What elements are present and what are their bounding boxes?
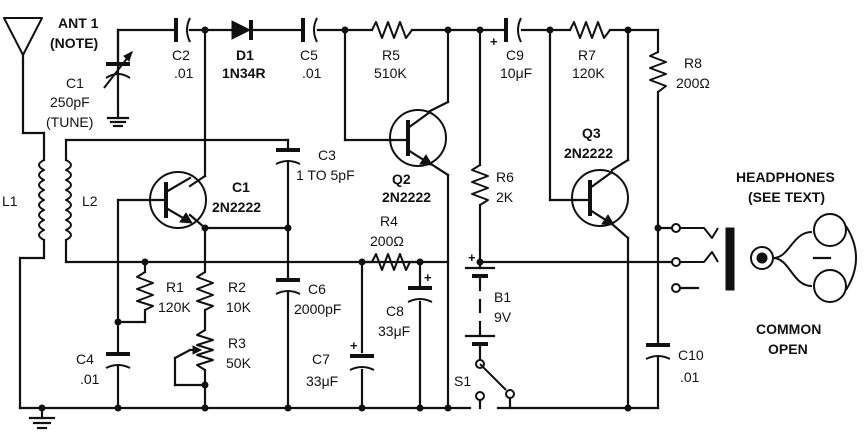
c6-ref: C6 [308, 281, 326, 297]
l2-coil [65, 159, 72, 241]
c1-tune-value: 250pF [50, 94, 90, 110]
antenna-note: (NOTE) [50, 35, 98, 51]
s1-ref: S1 [454, 373, 471, 389]
r6-resistor [471, 164, 489, 206]
q1-part: 2N2222 [212, 199, 261, 215]
r8-ref: R8 [684, 55, 702, 71]
c3-value: 1 TO 5pF [296, 167, 355, 183]
l1-coil [38, 159, 45, 241]
headphones-label: HEADPHONES [736, 169, 835, 185]
d1-diode [231, 20, 253, 40]
q3-part: 2N2222 [564, 145, 613, 161]
r6-ref: R6 [496, 169, 514, 185]
c1-tune-ground-symbol [106, 111, 130, 128]
r5-value: 510K [374, 65, 407, 81]
ground-symbol [28, 416, 56, 430]
b1-battery [464, 266, 496, 346]
c4-ref: C4 [76, 351, 94, 367]
r2-resistor [196, 271, 214, 311]
antenna-label: ANT 1 [58, 15, 99, 31]
l1-ref: L1 [2, 193, 18, 209]
r7-ref: R7 [578, 47, 596, 63]
wiring [18, 28, 674, 420]
c2-value: .01 [174, 65, 194, 81]
l2-ref: L2 [82, 193, 98, 209]
jack-common-label: COMMON [756, 321, 821, 337]
s1-switch [475, 359, 515, 410]
c3-ref: C3 [318, 147, 336, 163]
r1-value: 120K [158, 299, 191, 315]
q1-ref: C1 [232, 179, 250, 195]
c8-value: 33μF [378, 323, 410, 339]
r4-value: 200Ω [370, 233, 404, 249]
c8-ref: C8 [386, 303, 404, 319]
q2-ref: Q2 [392, 171, 411, 187]
c3-capacitor [275, 148, 301, 165]
r2-ref: R2 [228, 279, 246, 295]
q1-transistor [148, 171, 207, 229]
r3-ref: R3 [228, 335, 246, 351]
headphones-note: (SEE TEXT) [748, 189, 825, 205]
q2-part: 2N2222 [382, 189, 431, 205]
r1-ref: R1 [166, 279, 184, 295]
c4-capacitor [105, 352, 131, 369]
c7-ref: C7 [312, 351, 330, 367]
r6-value: 2K [496, 189, 514, 205]
c10-ref: C10 [678, 347, 704, 363]
c5-value: .01 [302, 65, 322, 81]
junctions [38, 26, 662, 412]
c5-ref: C5 [300, 47, 318, 63]
c10-value: .01 [680, 369, 700, 385]
c9-capacitor [504, 17, 522, 43]
r5-ref: R5 [382, 47, 400, 63]
c1-variable-capacitor [103, 28, 133, 89]
c1-tune-note: (TUNE) [46, 114, 93, 130]
jack-open-label: OPEN [768, 341, 808, 357]
r4-resistor [371, 253, 411, 271]
antenna-symbol [3, 17, 43, 64]
headphones-symbol [750, 213, 857, 303]
r8-value: 200Ω [676, 75, 710, 91]
c6-capacitor [275, 278, 301, 295]
r4-ref: R4 [380, 213, 398, 229]
c2-capacitor [174, 17, 191, 43]
q2-transistor [389, 109, 447, 167]
r1-resistor [136, 271, 154, 311]
c4-value: .01 [80, 371, 100, 387]
headphone-jack [671, 223, 735, 293]
c10-capacitor [645, 343, 671, 360]
b1-plus: + [468, 250, 476, 265]
q3-ref: Q3 [582, 125, 601, 141]
c9-value: 10μF [500, 65, 532, 81]
r8-resistor [649, 51, 667, 93]
c9-ref: C9 [506, 47, 524, 63]
c8-capacitor [407, 286, 433, 303]
r2-value: 10K [226, 299, 252, 315]
c8-plus: + [424, 270, 432, 285]
b1-value: 9V [494, 309, 512, 325]
b1-ref: B1 [494, 289, 511, 305]
q3-transistor [571, 169, 629, 227]
c5-capacitor [301, 17, 318, 43]
c2-ref: C2 [172, 47, 190, 63]
c7-value: 33μF [306, 373, 338, 389]
r3-potentiometer [190, 329, 214, 371]
r5-resistor [371, 21, 413, 39]
c6-value: 2000pF [294, 301, 341, 317]
d1-part: 1N34R [222, 65, 266, 81]
d1-ref: D1 [236, 47, 254, 63]
r3-value: 50K [226, 355, 252, 371]
c7-plus: + [350, 338, 358, 353]
c9-plus: + [490, 34, 498, 49]
c1-tune-ref: C1 [66, 75, 84, 91]
r7-resistor [569, 21, 611, 39]
c7-capacitor [349, 354, 375, 371]
r7-value: 120K [572, 65, 605, 81]
